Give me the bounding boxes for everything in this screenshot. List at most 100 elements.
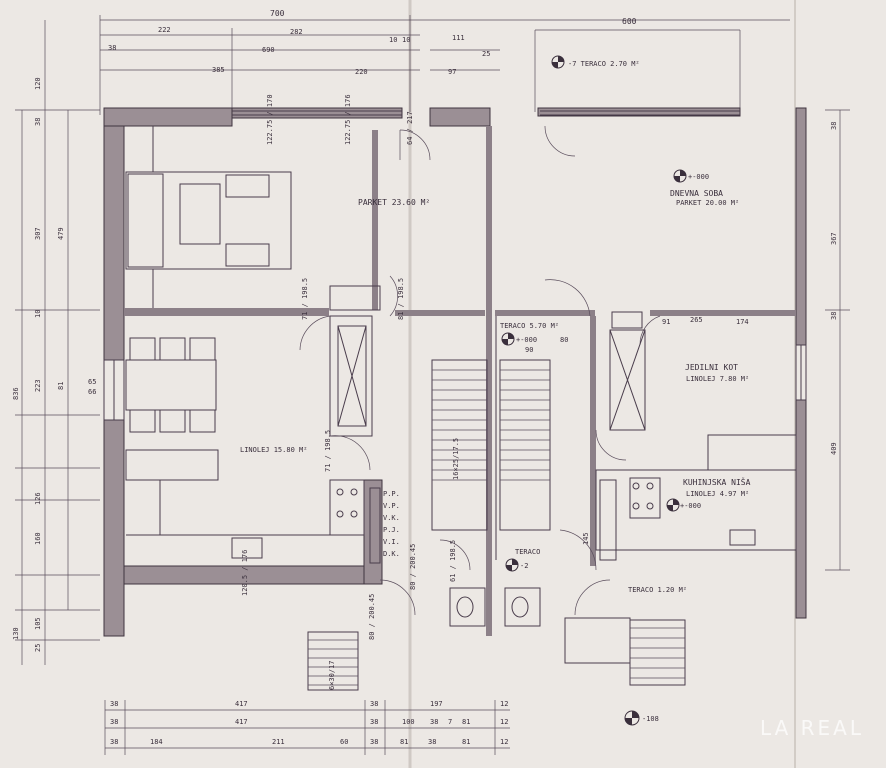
room-kuhinjska-nisa-floor: LINOLEJ 4.97 M² [686, 490, 749, 498]
room-teraco-small-level: -2 [520, 562, 528, 570]
opening-10: 120.5 / 176 [241, 550, 249, 596]
dim-220: 220 [355, 68, 368, 76]
dim-307: 307 [34, 227, 42, 240]
opening-6: 71 / 198.5 [324, 430, 332, 472]
opening-1: 122.75 / 170 [266, 94, 274, 145]
opening-4: 71 / 198.5 [301, 278, 309, 320]
dim-b2-1: 417 [235, 718, 248, 726]
dim-160: 160 [34, 532, 42, 545]
dim-10-left: 10 [34, 310, 42, 318]
opening-12: 91 [662, 318, 670, 326]
level-marker-hall [501, 332, 515, 346]
opening-9: 80 / 200.45 [368, 594, 376, 640]
dim-b1-3: 197 [430, 700, 443, 708]
room-labels: PARKET 23.60 M² DNEVNA SOBA PARKET 20.00… [240, 60, 751, 723]
dim-b2-0: 38 [110, 718, 118, 726]
dim-10a: 10 [389, 36, 397, 44]
bottom-dimensions: 38 417 38 197 12 38 417 38 100 38 7 81 1… [104, 700, 510, 755]
level-marker-teraco [505, 558, 519, 572]
dim-b3-7: 81 [462, 738, 470, 746]
stairs [307, 285, 686, 691]
room-jedilni-kot: JEDILNI KOT [685, 363, 738, 372]
dim-top-600: 600 [622, 17, 637, 26]
top-dimensions: 700 600 222 282 111 38 690 385 220 97 25… [99, 9, 790, 115]
level-bottom: -108 [642, 715, 659, 723]
doors [299, 125, 661, 616]
stairs-label-1: 16×25/17.5 [452, 438, 460, 480]
opening-13: 174 [736, 318, 749, 326]
dim-66: 66 [88, 388, 96, 396]
dim-top-700: 700 [270, 9, 285, 18]
room-teraco-small: TERACO [515, 548, 540, 556]
dim-385: 385 [212, 66, 225, 74]
furniture-right [449, 311, 797, 664]
room-linolej-left: LINOLEJ 15.80 M² [240, 446, 307, 454]
dim-409: 409 [830, 442, 838, 455]
level-markers [501, 55, 687, 726]
walls [103, 107, 807, 637]
level-marker-living [673, 169, 687, 183]
dim-b2-4: 38 [430, 718, 438, 726]
label-dk: D.K. [383, 550, 400, 558]
opening-14: 90 [525, 346, 533, 354]
dim-10b: 10 [402, 36, 410, 44]
dim-282: 282 [290, 28, 303, 36]
dim-b3-2: 211 [272, 738, 285, 746]
level-marker-bottom [624, 710, 640, 726]
level-marker-kitchen [666, 498, 680, 512]
dim-120: 120 [34, 77, 42, 90]
stairs-label-2: 6×30/17 [328, 660, 336, 690]
opening-5: 81 / 198.5 [397, 278, 405, 320]
appliance-labels: P.P. V.P. V.K. P.J. V.I. D.K. [383, 490, 400, 558]
dim-b1-0: 38 [110, 700, 118, 708]
room-kuhinjska-nisa: KUHINJSKA NIŠA [683, 476, 751, 487]
dim-38-left: 38 [34, 118, 42, 126]
dim-479: 479 [57, 227, 65, 240]
room-teraco-mid: TERACO 5.70 M² [500, 322, 559, 330]
dim-b3-5: 81 [400, 738, 408, 746]
dim-126: 126 [34, 492, 42, 505]
opening-15: 80 [560, 336, 568, 344]
opening-annotations: 122.75 / 170 122.75 / 176 64 / 217 71 / … [241, 94, 749, 640]
dim-223: 223 [34, 379, 42, 392]
room-teraco-mid-level: +-000 [516, 336, 537, 344]
room-teraco-top: -7 TERACO 2.70 M² [568, 60, 640, 68]
room-jedilni-kot-floor: LINOLEJ 7.80 M² [686, 375, 749, 383]
dim-65: 65 [88, 378, 96, 386]
room-kuhinjska-level: +-000 [680, 502, 701, 510]
dim-38: 38 [108, 44, 116, 52]
dim-81: 81 [57, 382, 65, 390]
dim-222: 222 [158, 26, 171, 34]
dim-105: 105 [34, 617, 42, 630]
dim-b3-1: 184 [150, 738, 163, 746]
room-dnevna-level: +-000 [688, 173, 709, 181]
dim-b1-1: 417 [235, 700, 248, 708]
label-vp: V.P. [383, 502, 400, 510]
dim-b3-8: 12 [500, 738, 508, 746]
opening-11: 265 [690, 316, 703, 324]
dim-b3-4: 38 [370, 738, 378, 746]
dim-b2-7: 12 [500, 718, 508, 726]
dim-b1-2: 38 [370, 700, 378, 708]
dim-b2-3: 100 [402, 718, 415, 726]
room-teraco-bottom: TERACO 1.20 M² [628, 586, 687, 594]
dim-836: 836 [12, 387, 20, 400]
room-parket-top: PARKET 23.60 M² [358, 198, 430, 207]
dim-97: 97 [448, 68, 456, 76]
opening-16: 145 [582, 532, 590, 545]
dim-367: 367 [830, 232, 838, 245]
dim-b3-6: 38 [428, 738, 436, 746]
room-dnevna-soba: DNEVNA SOBA [670, 189, 723, 198]
dim-b1-4: 12 [500, 700, 508, 708]
opening-2: 122.75 / 176 [344, 94, 352, 145]
dim-38-right-a: 38 [830, 122, 838, 130]
right-dimensions: 367 409 38 38 [825, 109, 850, 571]
level-marker-top [551, 55, 565, 69]
dim-b3-0: 38 [110, 738, 118, 746]
room-dnevna-soba-floor: PARKET 20.00 M² [676, 199, 739, 207]
dim-b2-6: 81 [462, 718, 470, 726]
dim-b3-3: 60 [340, 738, 348, 746]
dim-b2-5: 7 [448, 718, 452, 726]
